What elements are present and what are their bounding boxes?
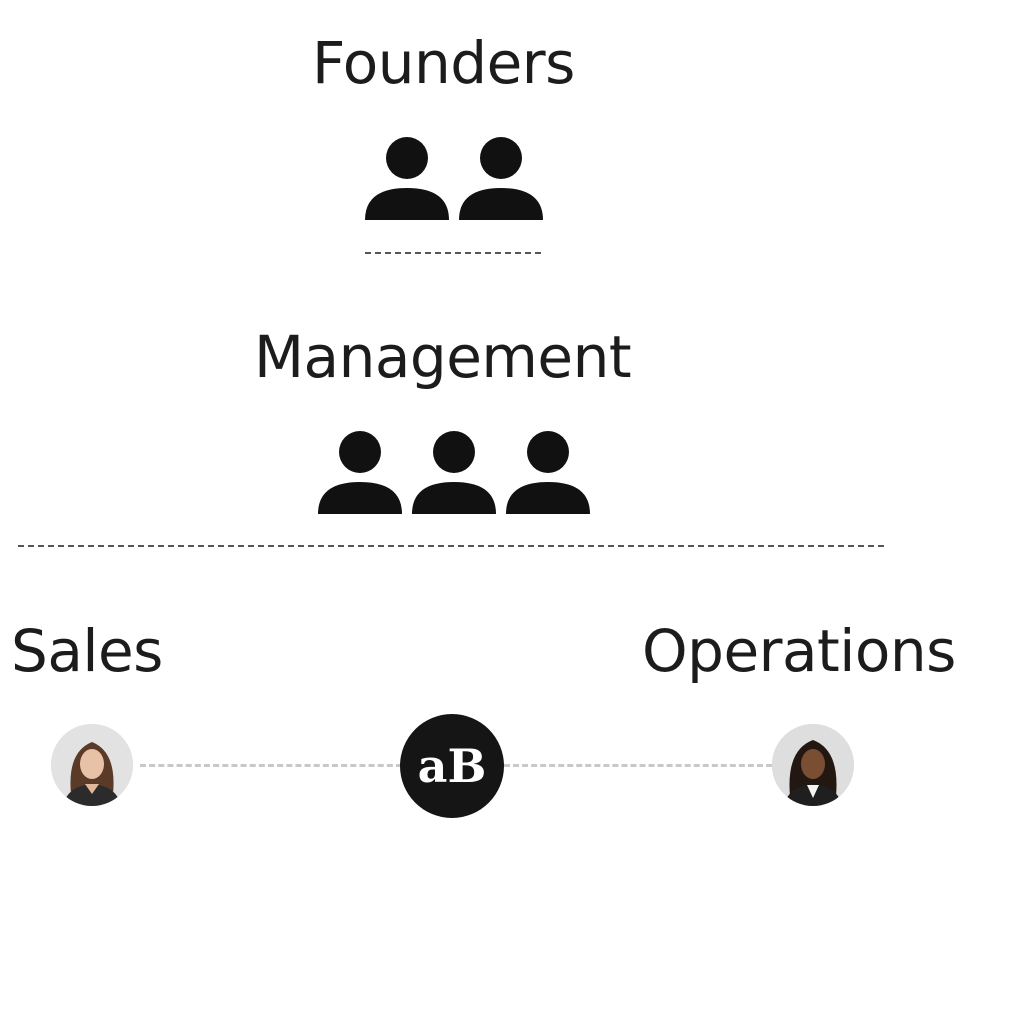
founders-divider [365, 252, 541, 254]
person-icon [459, 137, 543, 220]
brand-logo-text: aB [418, 739, 487, 793]
connector-operations [504, 764, 772, 767]
management-title: Management [254, 323, 632, 391]
person-icon [365, 137, 449, 220]
founders-group [362, 134, 546, 224]
connector-sales [140, 764, 402, 767]
brand-logo: aB [400, 714, 504, 818]
avatar-operations [772, 724, 854, 806]
operations-title: Operations [642, 617, 956, 685]
management-divider [18, 545, 884, 547]
sales-title: Sales [11, 617, 163, 685]
person-icon [506, 431, 590, 514]
person-icon [318, 431, 402, 514]
management-group [316, 428, 592, 518]
person-icon [412, 431, 496, 514]
avatar-sales [51, 724, 133, 806]
founders-title: Founders [312, 29, 575, 97]
